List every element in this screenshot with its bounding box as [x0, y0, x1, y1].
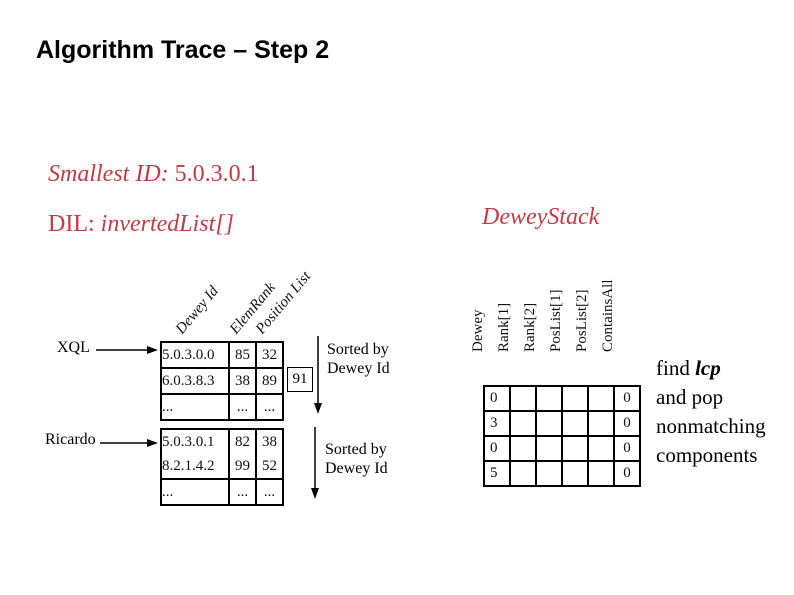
ricardo-inverted-list-table: 5.0.3.0.1 82 38 8.2.1.4.2 99 52 ... ... … — [160, 428, 284, 506]
table-cell: 3 — [483, 410, 511, 437]
table-cell — [587, 410, 615, 437]
table-row: 0 0 — [483, 385, 641, 412]
table-cell — [509, 385, 537, 412]
table-row: 8.2.1.4.2 99 52 — [160, 454, 284, 480]
table-row: 0 0 — [483, 435, 641, 462]
table-cell — [535, 460, 563, 487]
sort-arrow-down-xql — [314, 336, 322, 414]
table-cell: 0 — [483, 385, 511, 412]
table-cell: 0 — [613, 410, 641, 437]
sorted-by-note-ricardo: Sorted by Dewey Id — [325, 440, 388, 478]
table-cell: 0 — [483, 435, 511, 462]
table-cell: 0 — [613, 385, 641, 412]
table-cell: ... — [228, 393, 257, 421]
xql-column-header-dewey-id: Dewey Id — [172, 283, 222, 338]
stack-column-header-poslist1: PosList[1] — [548, 289, 564, 352]
sorted-by-line1: Sorted by — [327, 341, 389, 358]
sorted-by-note-xql: Sorted by Dewey Id — [327, 340, 390, 378]
ricardo-label: Ricardo — [45, 431, 96, 448]
stack-column-header-containsall: ContainsAll — [600, 279, 616, 352]
dewey-stack-title: DeweyStack — [482, 204, 600, 230]
table-cell: ... — [160, 393, 230, 421]
lcp-note-line2: and pop — [656, 385, 724, 409]
table-row: ... ... ... — [160, 478, 284, 506]
table-cell: 99 — [228, 454, 257, 480]
table-cell: 85 — [228, 341, 257, 369]
table-cell: ... — [160, 478, 230, 506]
table-cell — [561, 410, 589, 437]
table-cell — [561, 435, 589, 462]
table-cell — [509, 460, 537, 487]
table-cell: ... — [255, 393, 284, 421]
table-row: ... ... ... — [160, 393, 284, 421]
dil-label: DIL: — [48, 211, 95, 237]
stack-column-header-dewey: Dewey — [470, 309, 486, 352]
smallest-id-line: Smallest ID: 5.0.3.0.1 — [48, 161, 259, 188]
table-cell: 0 — [613, 435, 641, 462]
stack-column-header-rank2: Rank[2] — [522, 302, 538, 352]
lcp-note-find: find — [656, 356, 696, 380]
table-row: 3 0 — [483, 410, 641, 437]
table-cell: 0 — [613, 460, 641, 487]
sorted-by-line2: Dewey Id — [327, 360, 390, 377]
table-cell: 38 — [255, 428, 284, 454]
table-cell: 32 — [255, 341, 284, 369]
table-cell: 52 — [255, 454, 284, 480]
table-cell — [535, 435, 563, 462]
table-cell: ... — [228, 478, 257, 506]
slide-title: Algorithm Trace – Step 2 — [36, 36, 330, 64]
table-cell — [587, 385, 615, 412]
table-cell — [509, 435, 537, 462]
lcp-note: find lcp and pop nonmatching components — [656, 354, 766, 470]
table-cell: 5.0.3.0.1 — [160, 428, 230, 454]
smallest-id-label: Smallest ID: — [48, 161, 169, 187]
sorted-by-line2: Dewey Id — [325, 460, 388, 477]
sorted-by-line1: Sorted by — [325, 441, 387, 458]
ricardo-arrow-right — [100, 439, 158, 447]
table-cell: 8.2.1.4.2 — [160, 454, 230, 480]
smallest-id-value: 5.0.3.0.1 — [174, 161, 259, 187]
table-cell: 82 — [228, 428, 257, 454]
table-cell — [561, 460, 589, 487]
table-cell: 38 — [228, 367, 257, 395]
lcp-note-line3: nonmatching — [656, 414, 766, 438]
table-row: 5 0 — [483, 460, 641, 487]
dil-line: DIL: invertedList[] — [48, 211, 234, 238]
table-cell — [587, 460, 615, 487]
table-cell: 89 — [255, 367, 284, 395]
dil-value: invertedList[] — [100, 211, 234, 237]
dewey-stack-table: 0 0 3 0 0 0 5 0 — [483, 385, 641, 487]
xql-arrow-right — [96, 346, 158, 354]
table-cell: ... — [255, 478, 284, 506]
stack-column-header-rank1: Rank[1] — [496, 302, 512, 352]
table-cell: 5.0.3.0.0 — [160, 341, 230, 369]
overflow-cell-91: 91 — [287, 367, 313, 392]
table-cell — [535, 385, 563, 412]
table-cell — [587, 435, 615, 462]
table-cell: 5 — [483, 460, 511, 487]
lcp-note-line4: components — [656, 443, 758, 467]
lcp-note-emph: lcp — [695, 356, 721, 380]
sort-arrow-down-ricardo — [311, 427, 319, 499]
table-row: 5.0.3.0.0 85 32 — [160, 341, 284, 369]
table-cell — [561, 385, 589, 412]
table-cell: 6.0.3.8.3 — [160, 367, 230, 395]
lcp-note-line1: find lcp — [656, 354, 766, 383]
table-row: 6.0.3.8.3 38 89 — [160, 367, 284, 395]
table-cell — [509, 410, 537, 437]
xql-label: XQL — [57, 339, 90, 356]
table-cell — [535, 410, 563, 437]
stack-column-header-poslist2: PosList[2] — [574, 289, 590, 352]
xql-inverted-list-table: 5.0.3.0.0 85 32 6.0.3.8.3 38 89 ... ... … — [160, 341, 284, 421]
table-row: 5.0.3.0.1 82 38 — [160, 428, 284, 454]
